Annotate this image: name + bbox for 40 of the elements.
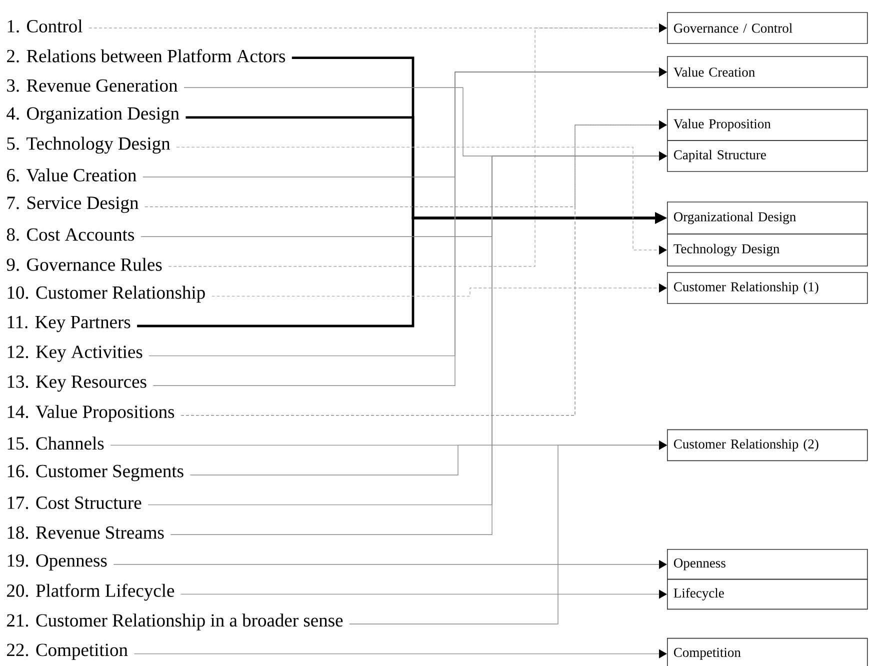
item-label: 19. Openness (8, 554, 107, 570)
item-label: 1. Control (8, 19, 82, 33)
item-label: 2. Relations between Platform Actors (7, 49, 286, 62)
category-box: Capital Structure (667, 140, 868, 172)
item-label: 14. Value Propositions (8, 405, 174, 422)
item-label: 10. Customer Relationship (8, 286, 205, 303)
item-label: 13. Key Resources (8, 375, 146, 392)
item-label: 9. Governance Rules (6, 258, 162, 271)
category-box: Competition (667, 638, 868, 666)
item-label: 18. Revenue Streams (8, 526, 164, 539)
item-label: 20. Platform Lifecycle (7, 584, 174, 601)
item-label: 16. Customer Segments (8, 464, 184, 482)
category-box: Lifecycle (667, 578, 868, 610)
item-label: 3. Revenue Generation (7, 79, 178, 92)
arrow (211, 283, 667, 297)
item-label: 5. Technology Design (7, 136, 170, 154)
item-label: 15. Channels (8, 436, 104, 450)
arrow (349, 440, 667, 624)
item-label: 21. Customer Relationship in a broader sense (7, 614, 343, 630)
item-label: 6. Value Creation (7, 168, 136, 182)
category-box: Openness (667, 549, 868, 580)
item-label: 12. Key Activities (8, 346, 142, 362)
category-box: Customer Relationship (1) (667, 272, 868, 304)
item-label: 4. Organization Design (6, 107, 180, 124)
category-box: Technology Design (667, 234, 868, 266)
arrow (168, 23, 667, 267)
item-label: 7. Service Design (7, 196, 138, 213)
item-label: 11. Key Partners (8, 316, 130, 332)
category-box: Organizational Design (667, 202, 868, 234)
arrow (180, 590, 667, 599)
category-box: Governance / Control (667, 12, 868, 44)
category-box: Customer Relationship (2) (667, 429, 868, 462)
item-label: 17. Cost Structure (8, 496, 142, 510)
category-box: Value Proposition (667, 109, 868, 141)
arrow (134, 649, 667, 658)
arrow (180, 120, 667, 416)
item-label: 8. Cost Accounts (6, 228, 134, 241)
arrow (113, 560, 667, 569)
category-box: Value Creation (667, 56, 868, 88)
item-label: 22. Competition (7, 644, 128, 660)
